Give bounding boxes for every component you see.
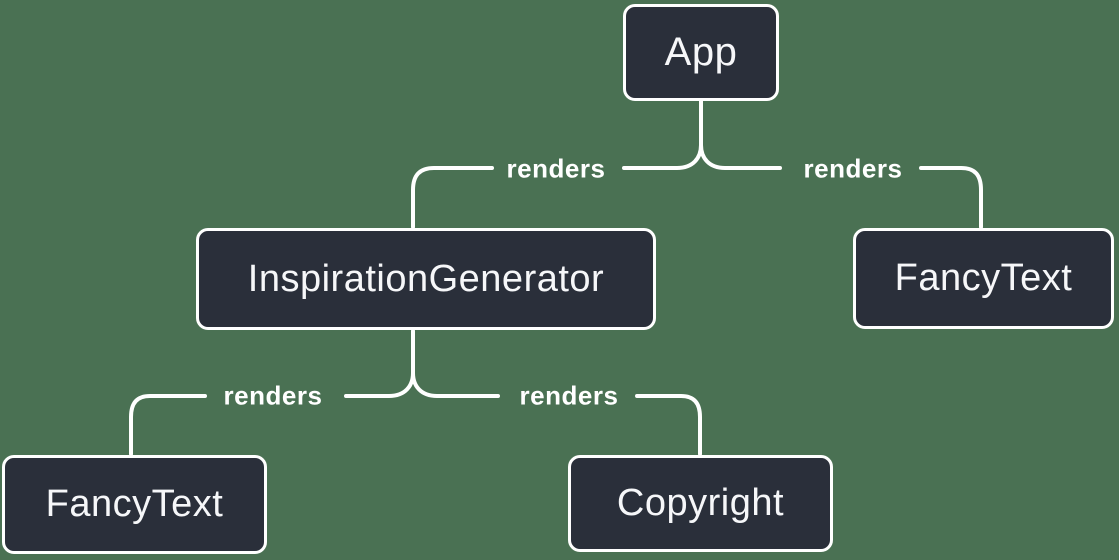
node-fancy-text-left: FancyText — [2, 455, 267, 554]
edge-to-copyright — [635, 394, 702, 456]
node-app: App — [623, 4, 779, 101]
node-fancy-text-right: FancyText — [853, 228, 1114, 329]
edge-to-fancy-text-right — [919, 166, 983, 229]
edge-label-renders-app-fancytext: renders — [803, 153, 903, 184]
edge-ig-left-branch — [344, 371, 415, 398]
edge-to-fancy-text-left — [129, 394, 207, 456]
edge-label-renders-ig-fancytext: renders — [223, 380, 323, 411]
node-inspiration-generator: InspirationGenerator — [196, 228, 656, 330]
node-copyright: Copyright — [568, 455, 833, 552]
edge-label-renders-app-ig: renders — [506, 153, 606, 184]
edge-app-left-branch — [622, 143, 703, 170]
edge-label-renders-ig-copyright: renders — [519, 380, 619, 411]
edge-app-right-branch — [699, 143, 782, 170]
edge-to-inspiration-generator — [411, 166, 494, 229]
edge-ig-right-branch — [411, 371, 500, 398]
